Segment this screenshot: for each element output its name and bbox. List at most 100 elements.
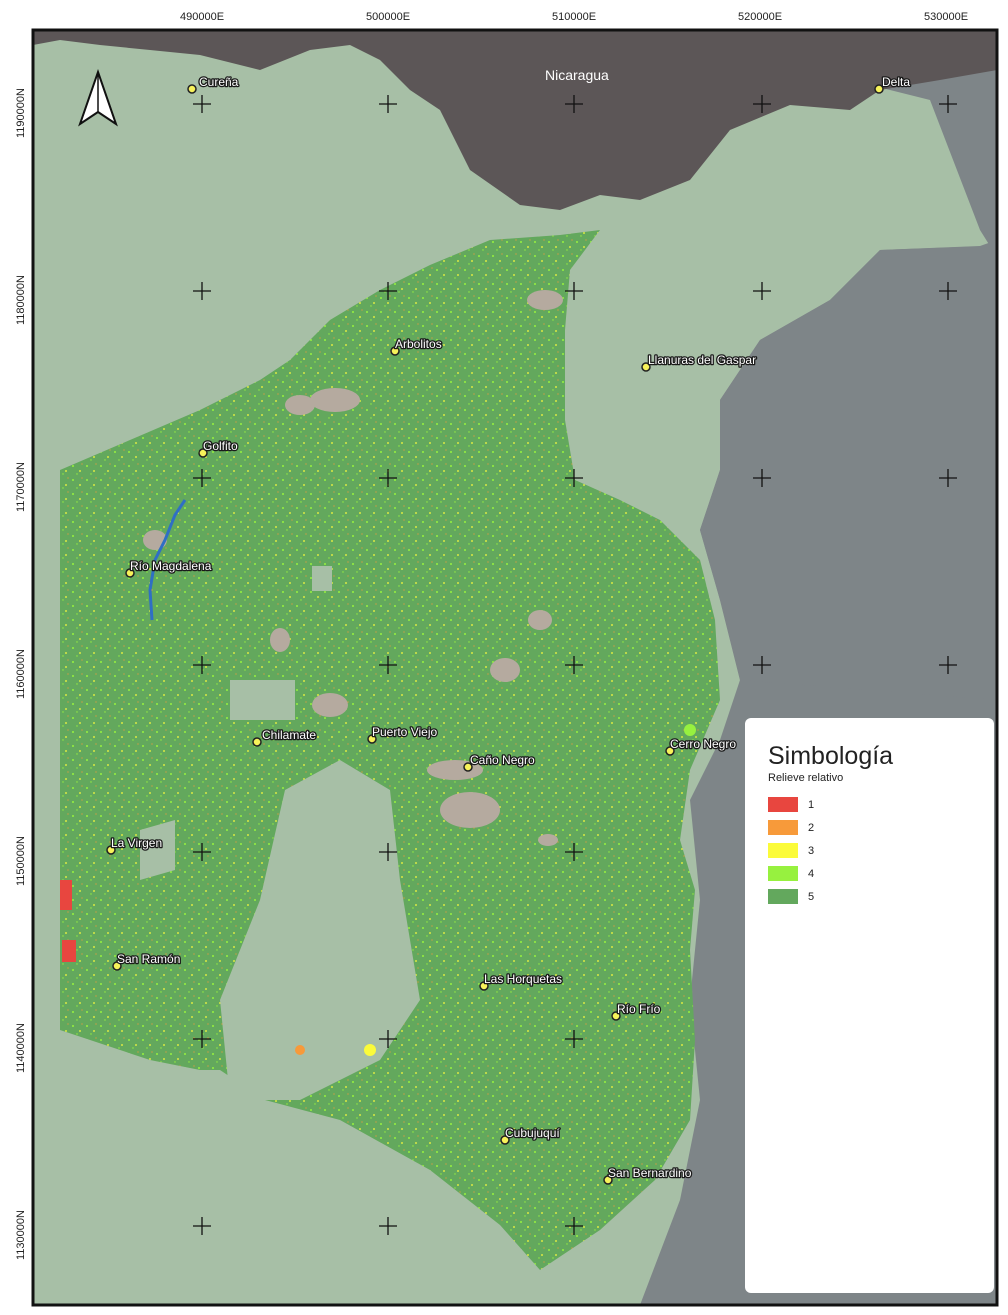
- grid-cross: [193, 843, 211, 861]
- map-frame: [31, 28, 999, 1307]
- easting-label: 500000E: [366, 11, 410, 23]
- easting-label: 510000E: [552, 11, 596, 23]
- place-label: Llanuras del Gaspar: [648, 353, 756, 367]
- grid-cross: [379, 1217, 397, 1235]
- place-marker[interactable]: Las Horquetas: [479, 971, 563, 991]
- easting-labels: 490000E 500000E 510000E 520000E 530000E: [180, 11, 968, 23]
- legend-label: 5: [808, 890, 815, 903]
- northing-labels: 1190000N 1180000N 1170000N 1160000N 1150…: [15, 88, 27, 1260]
- excluded-area-west: [140, 820, 175, 880]
- place-marker[interactable]: Puerto Viejo: [367, 724, 439, 744]
- grid-cross: [753, 282, 771, 300]
- grid-cross: [939, 656, 957, 674]
- place-label: Las Horquetas: [484, 972, 562, 986]
- grid-cross: [939, 469, 957, 487]
- place-label: Cureña: [199, 75, 239, 89]
- place-label: Golfito: [203, 439, 238, 453]
- northing-label: 1190000N: [15, 88, 27, 138]
- grid-cross: [939, 282, 957, 300]
- place-marker[interactable]: Río Frío: [611, 1001, 662, 1021]
- excluded-area-block: [230, 680, 295, 720]
- grid-cross: [939, 95, 957, 113]
- legend-item: 2: [768, 816, 994, 839]
- legend-swatch: [768, 820, 798, 835]
- place-marker[interactable]: Llanuras del Gaspar: [641, 352, 757, 372]
- grid-cross: [193, 1217, 211, 1235]
- legend-item: 4: [768, 862, 994, 885]
- place-marker[interactable]: Cerro Negro: [665, 736, 738, 756]
- grid-cross: [565, 656, 583, 674]
- grid-cross: [753, 469, 771, 487]
- place-label: Chilamate: [262, 728, 316, 742]
- legend-swatch: [768, 843, 798, 858]
- easting-label: 490000E: [180, 11, 224, 23]
- place-marker[interactable]: San Bernardino: [603, 1165, 693, 1185]
- grid-cross: [565, 95, 583, 113]
- other-region-right: [700, 240, 997, 700]
- legend-swatch: [768, 889, 798, 904]
- excluded-area-small: [312, 566, 332, 591]
- place-label: Río Frío: [617, 1002, 661, 1016]
- excluded-area-center: [220, 760, 420, 1100]
- place-marker[interactable]: Cureña: [187, 74, 240, 94]
- place-marker[interactable]: Delta: [874, 74, 912, 94]
- grid-cross: [193, 469, 211, 487]
- grid-cross: [193, 95, 211, 113]
- northing-label: 1180000N: [15, 275, 27, 325]
- place-marker[interactable]: Caño Negro: [463, 752, 536, 772]
- place-label: Delta: [882, 75, 910, 89]
- legend-subtitle: Relieve relativo: [768, 772, 844, 784]
- place-label: San Bernardino: [608, 1166, 692, 1180]
- place-label: Puerto Viejo: [372, 725, 437, 739]
- legend-label: 1: [808, 798, 815, 811]
- place-marker[interactable]: Río Magdalena: [125, 558, 213, 578]
- place-marker[interactable]: San Ramón: [112, 951, 182, 971]
- grid-cross: [379, 656, 397, 674]
- place-markers: Cureña Delta Arbolitos Llanuras del Gasp…: [106, 74, 912, 1185]
- nicaragua-area: [33, 30, 997, 210]
- place-label: La Virgen: [111, 836, 162, 850]
- grid-cross: [379, 1030, 397, 1048]
- northing-label: 1170000N: [15, 462, 27, 512]
- grid-cross: [565, 469, 583, 487]
- grid-cross: [379, 469, 397, 487]
- easting-label: 530000E: [924, 11, 968, 23]
- place-label: Arbolitos: [395, 337, 442, 351]
- grid-cross: [565, 843, 583, 861]
- grid-cross: [565, 1030, 583, 1048]
- northing-label: 1130000N: [15, 1210, 27, 1260]
- northing-label: 1160000N: [15, 649, 27, 699]
- grid-cross: [379, 843, 397, 861]
- place-marker[interactable]: Chilamate: [252, 727, 318, 747]
- place-marker[interactable]: La Virgen: [106, 835, 163, 855]
- place-marker[interactable]: Arbolitos: [390, 336, 443, 356]
- legend-swatch: [768, 866, 798, 881]
- legend-item: 5: [768, 885, 994, 908]
- place-label: San Ramón: [117, 952, 180, 966]
- grid-cross: [565, 282, 583, 300]
- place-marker[interactable]: Cubujuquí: [500, 1125, 562, 1145]
- grid-cross: [193, 282, 211, 300]
- place-marker[interactable]: Golfito: [198, 438, 239, 458]
- legend-swatch: [768, 797, 798, 812]
- legend-label: 3: [808, 844, 815, 857]
- grid-crosses: [193, 95, 957, 1235]
- relief-hotspots: [60, 724, 696, 1056]
- grid-cross: [379, 95, 397, 113]
- grid-cross: [193, 656, 211, 674]
- grid-cross: [753, 95, 771, 113]
- easting-label: 520000E: [738, 11, 782, 23]
- northing-label: 1140000N: [15, 1023, 27, 1073]
- legend-item: 3: [768, 839, 994, 862]
- river-water: [148, 499, 187, 621]
- place-label: Caño Negro: [470, 753, 535, 767]
- place-label: Río Magdalena: [130, 559, 212, 573]
- grid-cross: [565, 1217, 583, 1235]
- legend-title: Simbología: [768, 742, 894, 770]
- place-label: Cerro Negro: [670, 737, 736, 751]
- legend-label: 2: [808, 821, 815, 834]
- legend-label: 4: [808, 867, 815, 880]
- northing-label: 1150000N: [15, 836, 27, 886]
- north-arrow-icon: [78, 68, 118, 127]
